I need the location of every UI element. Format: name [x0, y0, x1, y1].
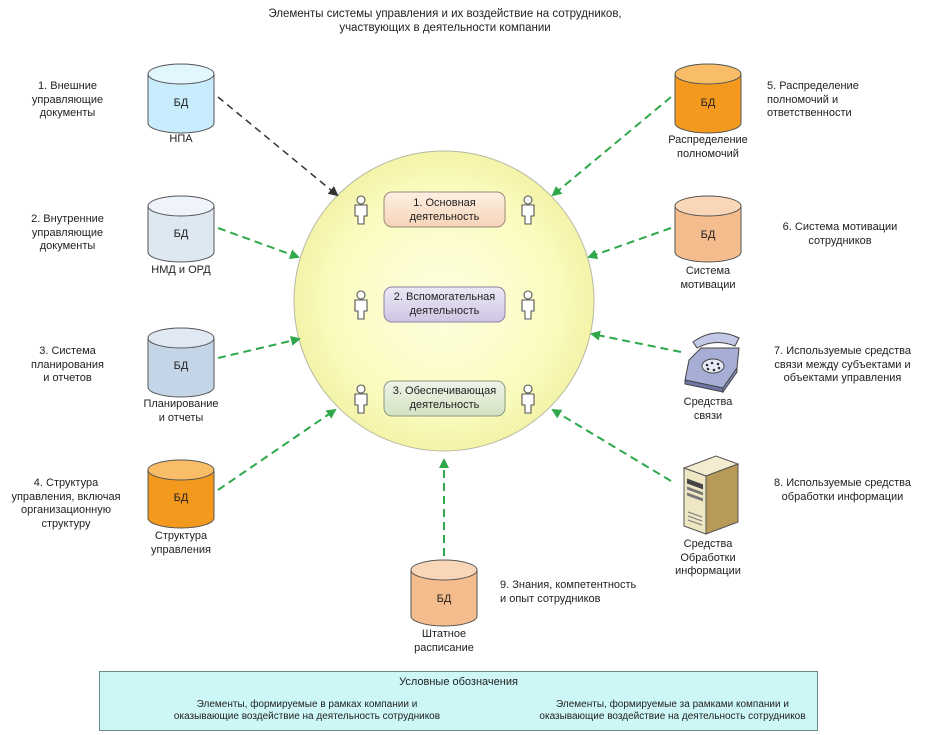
database-icon-motivation [674, 195, 742, 263]
activity-supporting-label: 3. Обеспечивающая деятельность [392, 385, 497, 411]
icon-caption-motivation: Система мотивации [680, 265, 736, 291]
activity-box-main [383, 191, 506, 228]
arrow-processing [551, 408, 672, 482]
db-label: БД [173, 492, 189, 504]
database-icon-planning [147, 327, 215, 398]
icon-caption-processing: Средства Обработки информации [675, 538, 741, 577]
employee-icon [354, 195, 368, 225]
legend-external-text: Элементы, формируемые за рамками компани… [539, 699, 806, 722]
arrow-npa [217, 96, 339, 197]
arrow-nmd [217, 227, 300, 259]
employee-icon [354, 290, 368, 320]
icon-caption-nmd: НМД и ОРД [151, 264, 211, 276]
icon-caption-structure: Структура управления [151, 530, 211, 556]
right-item-5-text: 5. Распределение полномочий и ответствен… [767, 80, 859, 119]
icon-caption-planning: Планирование и отчеты [143, 398, 219, 424]
db-label: БД [700, 97, 716, 109]
icon-caption-authority: Распределение полномочий [668, 134, 748, 160]
arrow-communication [590, 330, 682, 353]
diagram-title: Элементы системы управления и их воздейс… [268, 8, 622, 34]
right-item-6-text: 6. Система мотивации сотрудников [782, 221, 898, 247]
icon-caption-communication: Средства связи [683, 396, 733, 422]
arrow-motivation [587, 227, 672, 260]
employee-icon [354, 384, 368, 414]
left-item-1-text: 1. Внешние управляющие документы [31, 80, 104, 119]
employee-icon [521, 384, 535, 414]
database-icon-authority [674, 63, 742, 134]
activity-box-auxiliary [383, 286, 506, 323]
right-item-7-text: 7. Используемые средства связи между суб… [774, 345, 911, 384]
telephone-icon [684, 332, 740, 394]
left-item-3-text: 3. Система планирования и отчетов [31, 345, 104, 384]
arrow-structure [217, 408, 337, 491]
legend-title: Условные обозначения [399, 676, 518, 688]
bottom-item-9-text: 9. Знания, компетентность и опыт сотрудн… [500, 579, 637, 605]
db-label: БД [173, 228, 189, 240]
activity-main-label: 1. Основная деятельность [409, 197, 480, 223]
database-icon-structure [147, 459, 215, 529]
db-label: БД [436, 593, 452, 605]
activity-auxiliary-label: 2. Вспомогательная деятельность [393, 291, 496, 317]
db-label: БД [700, 229, 716, 241]
database-icon-staff [410, 559, 478, 627]
database-icon-npa [147, 63, 215, 134]
db-label: БД [173, 360, 189, 372]
icon-caption-staff: Штатное расписание [414, 628, 474, 654]
activity-box-supporting [383, 380, 506, 417]
server-icon [682, 455, 740, 535]
legend-internal-text: Элементы, формируемые в рамках компании … [173, 699, 441, 722]
left-item-2-text: 2. Внутренние управляющие документы [31, 213, 104, 252]
right-item-8-text: 8. Используемые средства обработки инфор… [774, 477, 911, 503]
legend-box: Условные обозначения Элементы, формируем… [99, 671, 818, 731]
employee-icon [521, 195, 535, 225]
database-icon-nmd [147, 195, 215, 263]
left-item-4-text: 4. Структура управления, включая организ… [11, 477, 121, 530]
db-label: БД [173, 97, 189, 109]
employee-icon [521, 290, 535, 320]
icon-caption-npa: НПА [169, 133, 193, 145]
arrow-planning [217, 335, 301, 359]
